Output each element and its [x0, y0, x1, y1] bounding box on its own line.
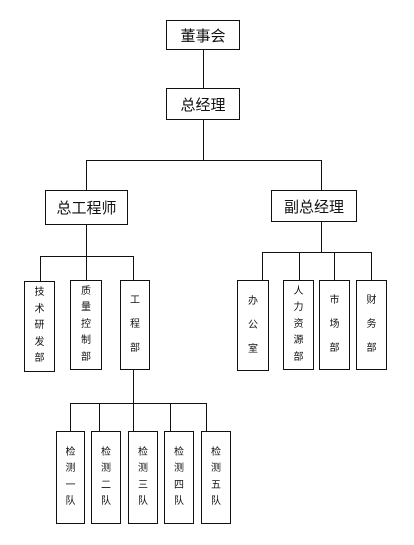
node-dept-office: 办 公 室: [237, 280, 269, 371]
node-team-1: 检 测 一 队: [56, 431, 85, 524]
node-board: 董事会: [166, 20, 240, 50]
node-team-2: 检 测 二 队: [91, 431, 121, 524]
node-dept-hr: 人 力 资 源 部: [283, 280, 314, 370]
node-general-manager: 总经理: [166, 88, 240, 120]
node-dept-rd: 技 术 研 发 部: [24, 281, 55, 372]
node-dept-engineering: 工 程 部: [120, 280, 150, 370]
node-dept-market: 市 场 部: [319, 280, 350, 370]
node-team-5: 检 测 五 队: [201, 431, 231, 524]
node-chief-engineer: 总工程师: [45, 190, 128, 225]
node-deputy-gm: 副总经理: [271, 190, 357, 222]
node-team-4: 检 测 四 队: [164, 431, 194, 524]
node-dept-qc: 质 量 控 制 部: [70, 280, 102, 370]
node-dept-finance: 财 务 部: [356, 280, 387, 370]
node-team-3: 检 测 三 队: [128, 431, 158, 524]
